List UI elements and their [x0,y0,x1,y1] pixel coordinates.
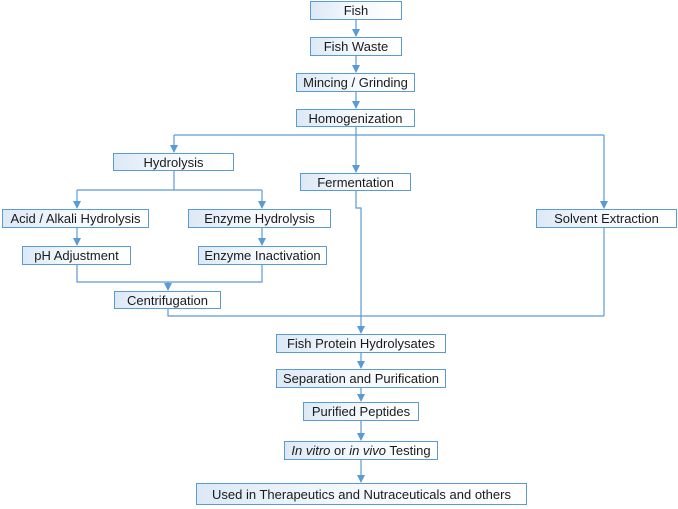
connector-merge-to-centrifugation [76,265,263,290]
node-centrifugation: Centrifugation [114,291,221,309]
connector-hydrolysis-split [77,171,262,191]
node-mincing-grinding: Mincing / Grinding [296,73,415,92]
node-acid-alkali-hydrolysis: Acid / Alkali Hydrolysis [2,209,149,228]
node-fish-protein-hydrolysates: Fish Protein Hydrolysates [276,334,446,353]
node-acid-alkali-hydrolysis-label: Acid / Alkali Hydrolysis [10,211,141,226]
node-enzyme-inactivation: Enzyme Inactivation [198,246,327,265]
node-ph-adjustment-label: pH Adjustment [34,248,119,263]
node-separation-purification: Separation and Purification [276,369,446,388]
node-fermentation: Fermentation [300,173,411,191]
node-in-vitro-in-vivo-testing: In vitro or in vivo Testing [284,441,438,460]
node-fermentation-label: Fermentation [317,174,394,190]
node-fish-waste: Fish Waste [310,37,402,56]
node-solvent-extraction-label: Solvent Extraction [554,211,659,226]
node-purified-peptides-label: Purified Peptides [311,404,411,419]
testing-suffix-text: Testing [386,443,431,458]
arrow-fermentation-to-fph [355,191,365,334]
node-separation-purification-label: Separation and Purification [282,371,440,386]
node-mincing-grinding-label: Mincing / Grinding [303,75,408,90]
node-final-use-label: Used in Therapeutics and Nutraceuticals … [212,486,511,502]
node-ph-adjustment: pH Adjustment [22,246,131,265]
node-enzyme-hydrolysis: Enzyme Hydrolysis [188,209,331,228]
node-fish-protein-hydrolysates-label: Fish Protein Hydrolysates [286,336,436,351]
connector-centrifugation-join [167,309,604,317]
connector-homogenization-split [174,127,604,136]
node-centrifugation-label: Centrifugation [127,292,208,308]
node-fish-waste-label: Fish Waste [323,39,389,54]
node-fish-label: Fish [343,3,369,18]
node-enzyme-hydrolysis-label: Enzyme Hydrolysis [204,211,315,226]
node-final-use: Used in Therapeutics and Nutraceuticals … [196,483,527,505]
testing-in-vivo-text: in vivo [349,443,387,458]
node-hydrolysis: Hydrolysis [113,153,234,171]
node-purified-peptides: Purified Peptides [303,402,419,421]
node-fish: Fish [310,1,402,20]
node-solvent-extraction: Solvent Extraction [536,209,677,228]
node-hydrolysis-label: Hydrolysis [143,154,204,170]
node-homogenization-label: Homogenization [308,110,403,126]
testing-or-text: or [330,443,350,458]
testing-in-vitro-text: In vitro [291,443,331,458]
node-homogenization: Homogenization [296,109,415,127]
node-enzyme-inactivation-label: Enzyme Inactivation [204,248,321,263]
node-testing-label: In vitro or in vivo Testing [291,444,430,457]
